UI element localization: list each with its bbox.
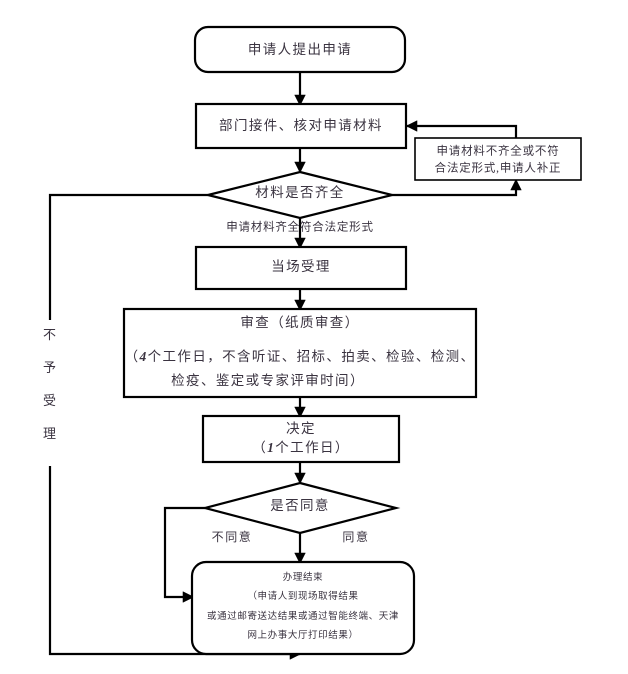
decide-rest: 个工作日） [275,440,350,455]
node-decide-line1: 决定 [286,421,316,436]
node-finish[interactable]: 办理结束 （申请人到现场取得结果 或通过邮寄送达结果或通过智能终端、天津 网上办… [190,560,416,656]
edge-decision-to-supplement [392,178,522,197]
decide-days: 1 [267,440,275,455]
node-finish-line3: 或通过邮寄送达结果或通过智能终端、天津 [207,610,399,622]
review-detail-rest: 个工作日，不含听证、招标、拍卖、检验、检测、 [148,349,476,364]
node-start[interactable]: 申请人提出申请 [193,25,407,74]
edge-not-agree-to-finish [163,506,205,603]
node-decide[interactable]: 决定 （1个工作日） [201,414,401,464]
node-finish-line2: （申请人到现场取得结果 [247,590,358,602]
review-detail-paren: （ [125,349,140,364]
edge-label-agree: 同意 [342,529,369,544]
edge-label-materials-complete: 申请材料齐全符合法定形式 [226,220,374,234]
node-review-title: 审查（纸质审查） [240,315,359,330]
node-supplement-line1: 申请材料不齐全或不符 [437,144,560,158]
node-review-detail-line2: 检疫、鉴定或专家评审时间） [171,372,365,388]
edge-supplement-to-receive [405,120,518,139]
edge-decision-to-reject-upper [48,193,208,320]
node-receive-label: 部门接件、核对申请材料 [219,117,383,133]
node-supplement-line2: 合法定形式,申请人补正 [435,161,562,175]
node-supplement[interactable]: 申请材料不齐全或不符 合法定形式,申请人补正 [414,137,582,181]
decide-paren: （ [252,440,267,455]
reject-char-2: 受 [43,393,57,408]
node-finish-line1: 办理结束 [283,571,323,583]
node-accept[interactable]: 当场受理 [194,245,408,291]
edge-label-not-agree: 不同意 [212,529,253,544]
review-detail-days: 4 [138,349,147,364]
node-decision-agree[interactable]: 是否同意 [200,481,401,535]
reject-char-3: 理 [43,426,57,441]
node-review[interactable]: 审查（纸质审查） （4个工作日，不含听证、招标、拍卖、检验、检测、 检疫、鉴定或… [122,307,478,399]
node-decide-line2: （1个工作日） [252,440,350,455]
node-decision-materials[interactable]: 材料是否齐全 [207,170,393,220]
node-review-detail-line1: （4个工作日，不含听证、招标、拍卖、检验、检测、 [125,349,476,364]
node-accept-label: 当场受理 [271,259,331,274]
reject-char-0: 不 [43,327,57,342]
node-receive[interactable]: 部门接件、核对申请材料 [194,102,408,150]
node-start-label: 申请人提出申请 [248,42,352,57]
node-decision-agree-label: 是否同意 [270,497,330,513]
edge-label-reject-vertical: 不 予 受 理 [43,327,57,441]
reject-char-1: 予 [43,360,57,375]
node-finish-line4: 网上办事大厅打印结果） [247,629,358,641]
node-decision-materials-label: 材料是否齐全 [255,184,344,200]
